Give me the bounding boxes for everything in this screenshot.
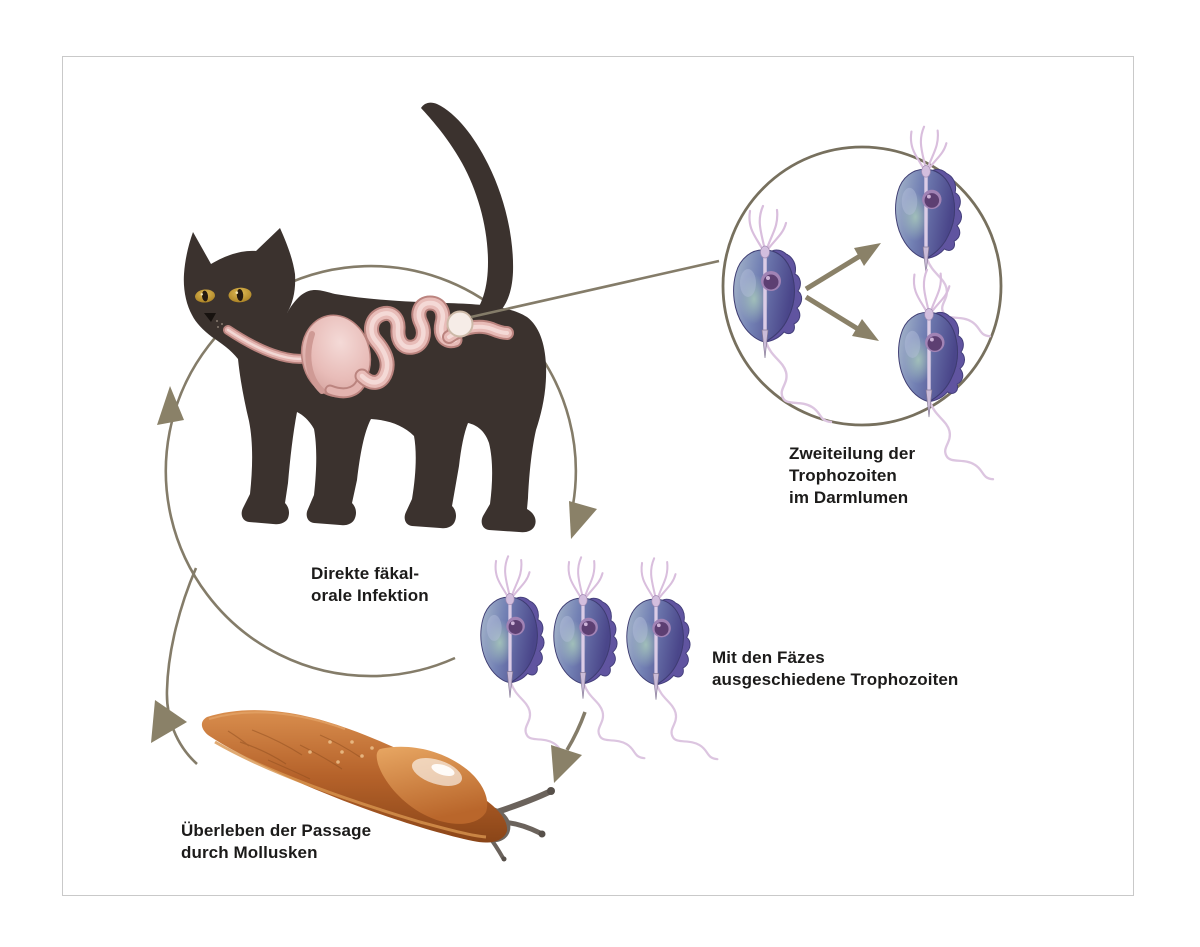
label-division-line1: Zweiteilung der	[789, 444, 916, 463]
cat-whisker-dots	[216, 320, 223, 328]
cat-tail	[421, 102, 514, 324]
label-mollusk-passage-line2: durch Mollusken	[181, 843, 318, 862]
division-arrow-lower	[804, 294, 860, 332]
division-arrowhead-upper-icon	[854, 243, 881, 266]
trophozoite	[625, 556, 720, 761]
small-intestine	[354, 295, 463, 390]
label-mollusk-passage-line1: Überleben der Passage	[181, 821, 372, 840]
cycle-arrowhead-right-icon	[569, 501, 597, 539]
cycle-arc-mollusk	[165, 567, 198, 765]
label-mollusk-passage: Überleben der Passage durch Mollusken	[181, 820, 371, 864]
label-shed-trophozoites-line1: Mit den Fäzes	[712, 648, 825, 667]
label-shed-trophozoites-line2: ausgeschiedene Trophozoiten	[712, 670, 959, 689]
digestive-tract	[223, 295, 514, 399]
cat-eye-right	[228, 287, 252, 303]
slug-wrinkles	[227, 729, 361, 780]
shed-trophozoites	[479, 554, 720, 761]
troph-to-slug-arrowhead-icon	[551, 745, 582, 783]
intestine-highlight-circle	[446, 310, 474, 338]
magnifier-circle-group	[721, 125, 1003, 481]
slug-eyespot	[538, 830, 546, 838]
slug-eyespot	[547, 787, 555, 795]
label-division-line2: Trophozoiten	[789, 466, 897, 485]
slug-foot-stripe	[214, 740, 487, 839]
cat-eye-left	[195, 289, 215, 303]
label-direct-infection: Direkte fäkal- orale Infektion	[311, 563, 429, 607]
cat-nose	[204, 313, 216, 322]
mollusk-arrowhead-icon	[151, 700, 187, 743]
label-shed-trophozoites: Mit den Fäzes ausgeschiedene Trophozoite…	[712, 647, 958, 691]
cycle-arrowhead-left-icon	[157, 386, 184, 425]
slug-mantle	[376, 746, 488, 824]
label-direct-infection-line2: orale Infektion	[311, 586, 429, 605]
troph-to-slug-arrow	[551, 711, 587, 783]
division-arrowhead-lower-icon	[852, 319, 879, 341]
slug-spots	[308, 740, 374, 764]
division-arrow-upper	[804, 253, 862, 292]
label-direct-infection-line1: Direkte fäkal-	[311, 564, 420, 583]
label-division-line3: im Darmlumen	[789, 488, 909, 507]
slug-figure	[201, 710, 555, 862]
magnifier-connector-line	[470, 259, 720, 319]
division-arrows	[804, 243, 881, 341]
label-division: Zweiteilung der Trophozoiten im Darmlume…	[789, 443, 915, 509]
cat-figure	[183, 102, 547, 533]
